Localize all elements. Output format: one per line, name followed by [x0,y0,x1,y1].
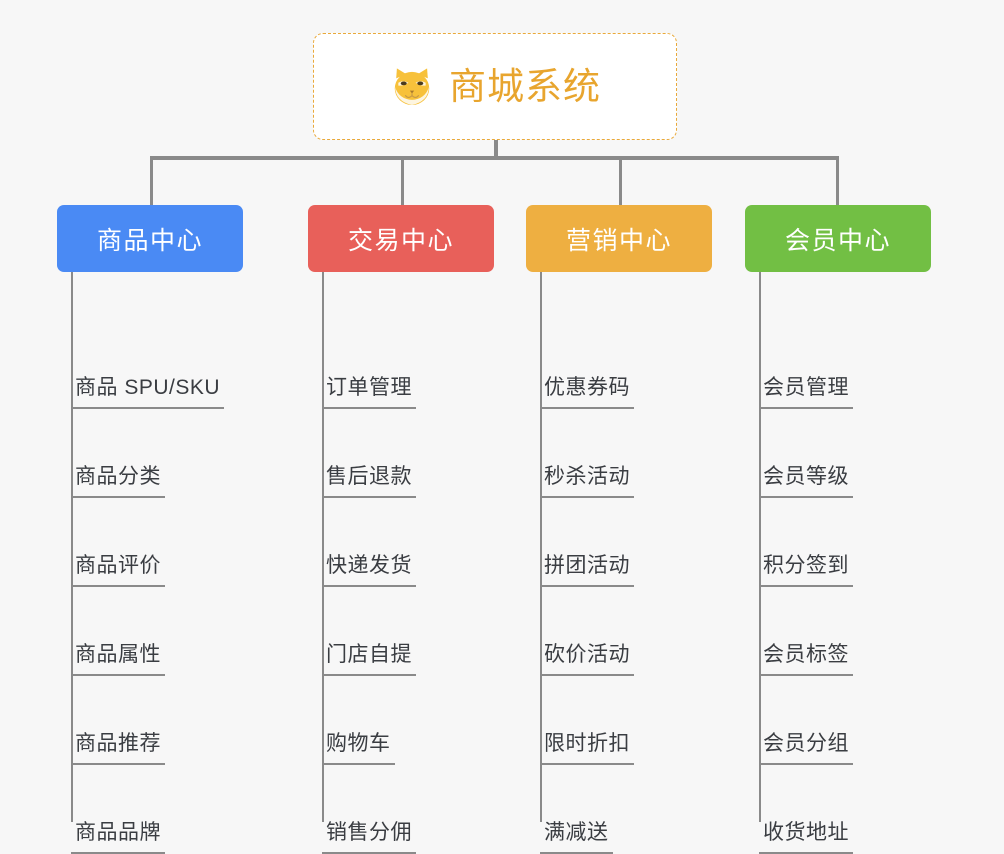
list-item-label: 快递发货 [322,549,416,587]
category-box-member-center[interactable]: 会员中心 [745,205,931,272]
list-item-label: 限时折扣 [540,727,634,765]
column-trade-center: 交易中心 订单管理 售后退款 快递发货 门店自提 购物车 销售分佣 [308,205,494,854]
list-item[interactable]: 积分签到 [759,498,853,587]
list-item[interactable]: 优惠券码 [540,320,634,409]
column-spine [71,272,73,822]
list-item-label: 购物车 [322,727,395,765]
category-label: 会员中心 [784,226,891,255]
list-item[interactable]: 订单管理 [322,320,416,409]
column-spine [322,272,324,822]
list-item[interactable]: 商品品牌 [71,765,165,854]
list-item-label: 商品评价 [71,549,165,587]
root-node-mall-system[interactable]: 商城系统 [313,33,677,140]
list-item[interactable]: 收货地址 [759,765,853,854]
column-spine [759,272,761,822]
column-spine [540,272,542,822]
list-item[interactable]: 快递发货 [322,498,416,587]
connector-drop-1 [150,156,153,206]
list-item[interactable]: 商品评价 [71,498,165,587]
list-item[interactable]: 满减送 [540,765,613,854]
list-item-label: 会员管理 [759,371,853,409]
list-item-label: 商品分类 [71,460,165,498]
list-item-label: 满减送 [540,816,613,854]
list-item[interactable]: 会员分组 [759,676,853,765]
list-item[interactable]: 商品推荐 [71,676,165,765]
connector-drop-3 [619,156,622,206]
connector-horizontal-bus [150,156,838,160]
connector-drop-4 [836,156,839,206]
connector-drop-2 [401,156,404,206]
list-item-label: 销售分佣 [322,816,416,854]
list-item-label: 商品品牌 [71,816,165,854]
list-item[interactable]: 秒杀活动 [540,409,634,498]
list-item-label: 秒杀活动 [540,460,634,498]
list-item[interactable]: 购物车 [322,676,395,765]
list-item[interactable]: 拼团活动 [540,498,634,587]
list-item-label: 会员等级 [759,460,853,498]
shiba-inu-dog-face-icon [394,67,430,105]
list-item-label: 售后退款 [322,460,416,498]
category-label: 营销中心 [565,226,672,255]
root-node-title: 商城系统 [449,66,601,107]
list-item-label: 商品推荐 [71,727,165,765]
list-item[interactable]: 销售分佣 [322,765,416,854]
list-item-label: 砍价活动 [540,638,634,676]
category-label: 交易中心 [347,226,454,255]
list-item-label: 会员标签 [759,638,853,676]
list-item-label: 拼团活动 [540,549,634,587]
column-product-center: 商品中心 商品 SPU/SKU 商品分类 商品评价 商品属性 商品推荐 商品品牌 [57,205,243,854]
list-item-label: 积分签到 [759,549,853,587]
column-marketing-center: 营销中心 优惠券码 秒杀活动 拼团活动 砍价活动 限时折扣 满减送 [526,205,712,854]
list-item[interactable]: 会员等级 [759,409,853,498]
category-box-marketing-center[interactable]: 营销中心 [526,205,712,272]
list-item-label: 收货地址 [759,816,853,854]
list-item-label: 门店自提 [322,638,416,676]
list-item-label: 会员分组 [759,727,853,765]
list-item[interactable]: 会员标签 [759,587,853,676]
category-box-product-center[interactable]: 商品中心 [57,205,243,272]
connector-root-stem [494,140,498,157]
list-item[interactable]: 商品属性 [71,587,165,676]
list-item[interactable]: 限时折扣 [540,676,634,765]
list-item-label: 订单管理 [322,371,416,409]
category-box-trade-center[interactable]: 交易中心 [308,205,494,272]
list-item-label: 商品属性 [71,638,165,676]
list-item-label: 优惠券码 [540,371,634,409]
column-member-center: 会员中心 会员管理 会员等级 积分签到 会员标签 会员分组 收货地址 [745,205,931,854]
list-item[interactable]: 商品分类 [71,409,165,498]
list-item[interactable]: 砍价活动 [540,587,634,676]
list-item[interactable]: 售后退款 [322,409,416,498]
list-item-label: 商品 SPU/SKU [71,371,225,409]
category-label: 商品中心 [96,226,203,255]
list-item[interactable]: 门店自提 [322,587,416,676]
list-item[interactable]: 商品 SPU/SKU [71,320,225,409]
list-item[interactable]: 会员管理 [759,320,853,409]
